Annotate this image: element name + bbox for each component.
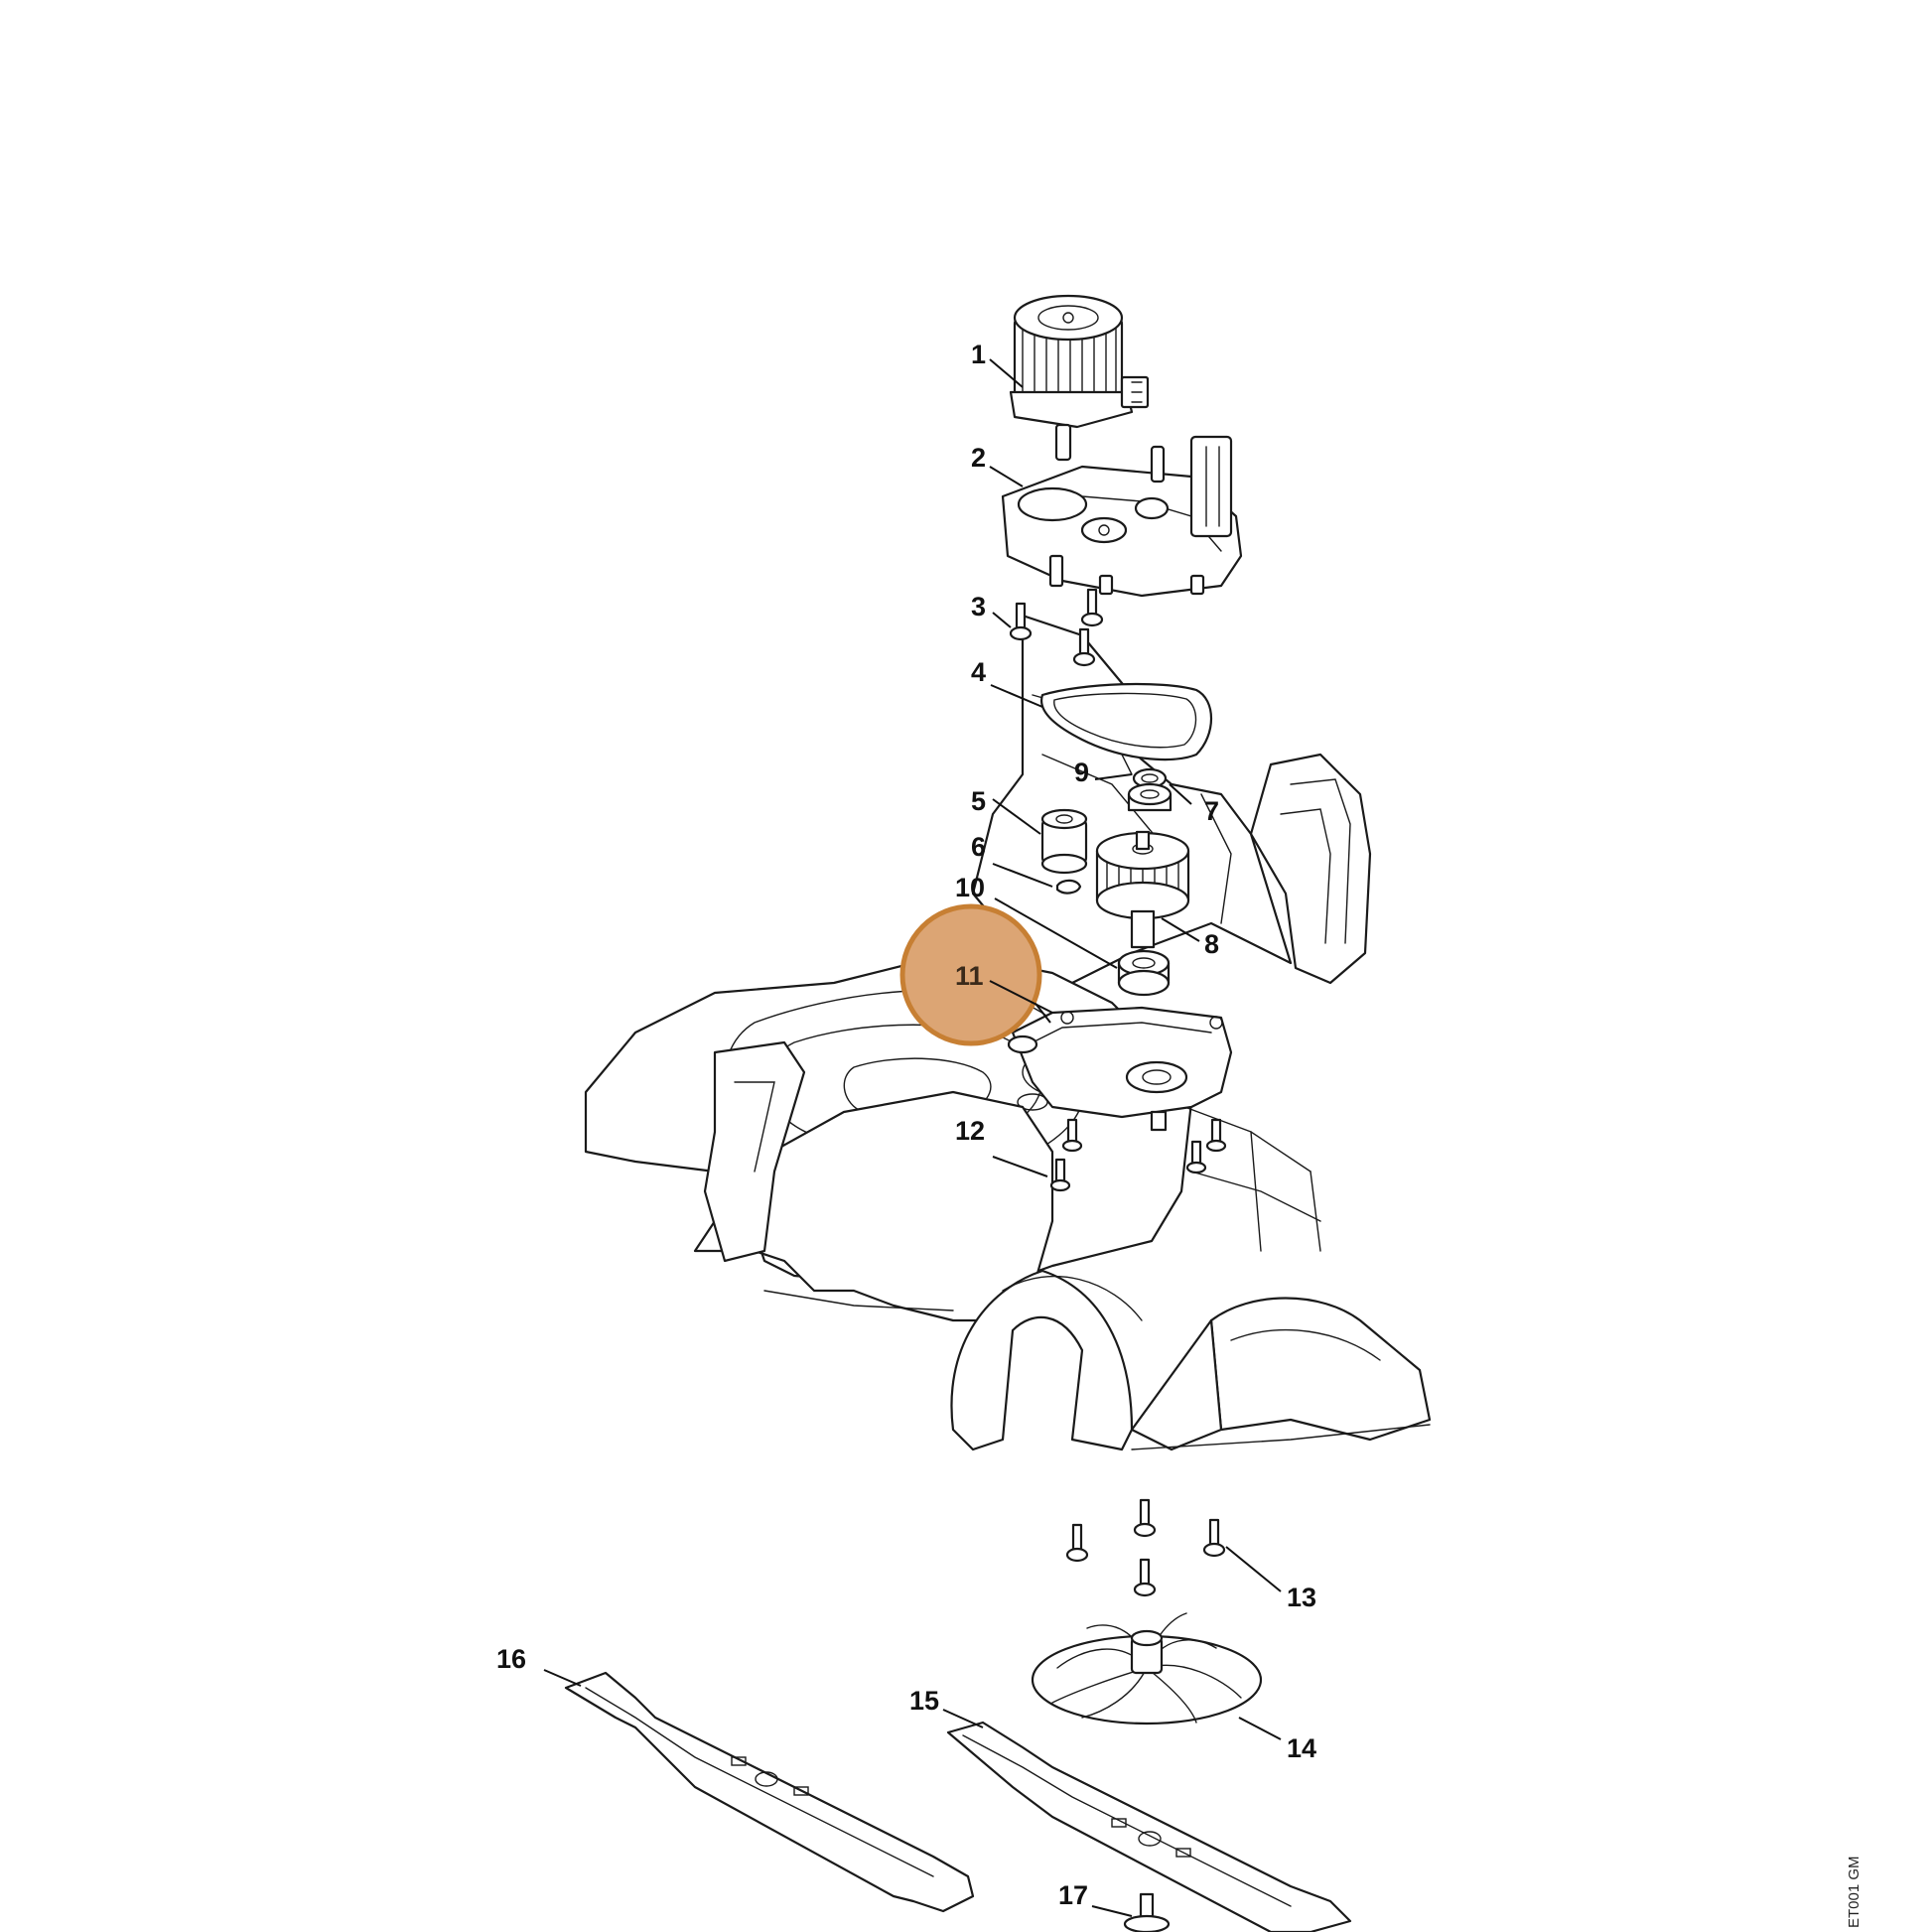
callout-12: 12	[955, 1116, 985, 1146]
highlight-label: 11	[955, 961, 984, 991]
leader-lines	[543, 358, 1282, 1917]
callout-3: 3	[971, 592, 986, 621]
screw	[1080, 588, 1104, 627]
lower-gearbox-housing	[1007, 1006, 1233, 1132]
screw	[1202, 1518, 1226, 1558]
screw	[1009, 602, 1033, 641]
large-gear	[1095, 830, 1190, 949]
motor	[1009, 294, 1150, 462]
callout-5: 5	[971, 786, 986, 816]
screw	[1185, 1140, 1207, 1174]
upper-bearing	[1127, 782, 1173, 812]
callout-9: 9	[1074, 758, 1089, 787]
retaining-clip	[1055, 879, 1082, 895]
callout-1: 1	[971, 340, 986, 369]
reference-code: ET001 GM	[1846, 1856, 1863, 1928]
screw	[1205, 1118, 1227, 1153]
screw	[1133, 1498, 1157, 1538]
callout-4: 4	[971, 657, 986, 687]
drive-belt	[1039, 682, 1213, 761]
callout-16: 16	[496, 1644, 526, 1674]
screw	[1061, 1118, 1083, 1153]
callout-15: 15	[909, 1686, 939, 1716]
screw	[1065, 1523, 1089, 1563]
blade-bolt	[1123, 1892, 1171, 1932]
callout-6: 6	[971, 832, 986, 862]
screw	[1072, 627, 1096, 667]
upper-gearbox-cover	[1001, 435, 1243, 598]
callout-13: 13	[1287, 1583, 1316, 1612]
callout-8: 8	[1204, 929, 1219, 959]
callout-labels: 1 2 3 4 5 6 9 7 10 8 12 13 14 15 16 17	[496, 340, 1316, 1910]
blade-right	[946, 1721, 1352, 1932]
screw	[1133, 1558, 1157, 1597]
lower-bearing	[1117, 949, 1171, 997]
screw	[1049, 1158, 1071, 1192]
blade-left	[564, 1671, 975, 1913]
fan-impeller	[1031, 1612, 1263, 1725]
screws-deck	[1065, 1498, 1226, 1597]
screws-upper	[1009, 588, 1104, 667]
callout-2: 2	[971, 443, 986, 473]
screws-lower	[1049, 1118, 1227, 1192]
callout-10: 10	[955, 873, 985, 902]
highlight-marker-11[interactable]: 11	[899, 903, 1053, 1046]
callout-14: 14	[1287, 1733, 1316, 1763]
callout-7: 7	[1204, 796, 1219, 826]
callout-17: 17	[1058, 1880, 1088, 1910]
small-pulley	[1040, 808, 1088, 875]
